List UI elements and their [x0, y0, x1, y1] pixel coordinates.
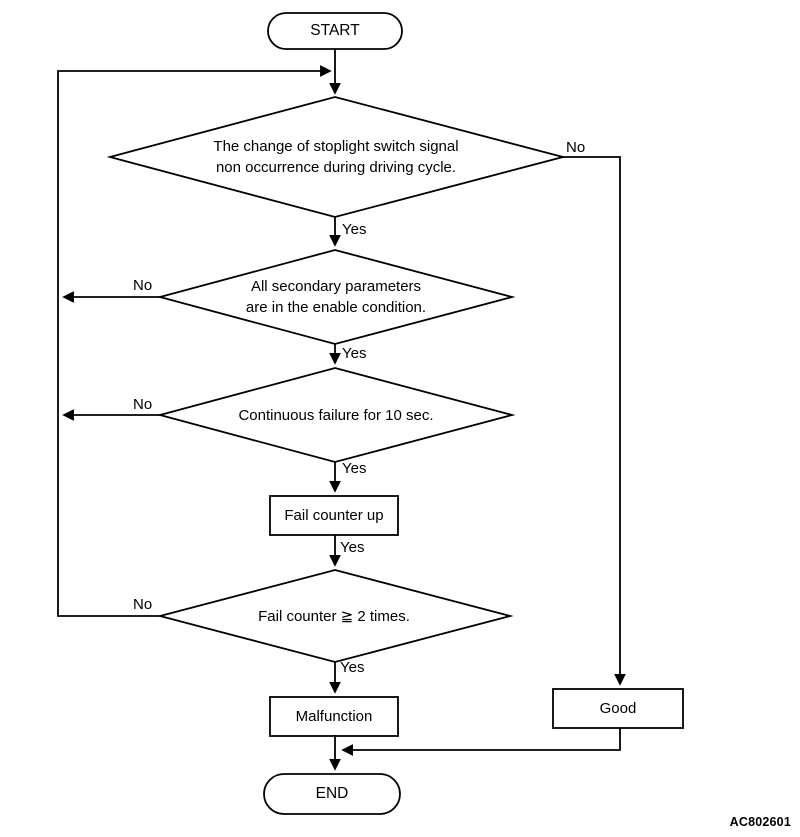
decision-1-text-line1: The change of stoplight switch signal	[213, 138, 459, 155]
decision-1-yes-label: Yes	[342, 221, 367, 238]
decision-2-text: All secondary parameters are in the enab…	[246, 276, 426, 318]
end-node-shape	[263, 773, 401, 815]
decision-4-shape	[156, 569, 514, 663]
decision-4-yes-label: Yes	[340, 659, 365, 676]
decision-2-shape	[156, 249, 516, 345]
fail-counter-yes-label: Yes	[340, 539, 365, 556]
decision-4-text-line1: Fail counter ≧ 2 times.	[258, 608, 410, 625]
start-node-shape	[267, 12, 403, 50]
decision-3-yes-label: Yes	[342, 460, 367, 477]
process-malfunction-shape	[269, 696, 399, 737]
process-good-label: Good	[599, 700, 637, 717]
decision-2-text-line2: are in the enable condition.	[245, 299, 427, 316]
start-label: START	[310, 22, 360, 39]
decision-1-text-line2: non occurrence during driving cycle.	[215, 159, 457, 176]
decision-1-no-label: No	[566, 139, 586, 156]
process-fail-counter-shape	[269, 495, 399, 536]
process-malfunction-label: Malfunction	[295, 708, 373, 725]
decision-3-text: Continuous failure for 10 sec.	[238, 405, 433, 426]
end-label: END	[315, 785, 349, 802]
decision-2-yes-label: Yes	[342, 345, 367, 362]
connector-feedback-left-loop	[57, 65, 332, 617]
process-fail-counter-label: Fail counter up	[284, 507, 384, 524]
connector-good-to-end-junction	[341, 728, 621, 756]
connector-decision1-no-to-good	[563, 156, 626, 686]
decision-2-text-line1: All secondary parameters	[250, 278, 422, 295]
decision-4-text: Fail counter ≧ 2 times.	[258, 606, 410, 627]
decision-1-text: The change of stoplight switch signal no…	[213, 136, 458, 178]
decision-3-text-line1: Continuous failure for 10 sec.	[238, 407, 434, 424]
decision-1-shape	[106, 96, 567, 218]
decision-3-no-label: No	[133, 396, 153, 413]
decision-3-shape	[156, 367, 516, 463]
decision-4-no-label: No	[133, 596, 153, 613]
figure-code: AC802601	[729, 815, 791, 829]
decision-2-no-label: No	[133, 277, 153, 294]
process-good-shape	[552, 688, 684, 729]
